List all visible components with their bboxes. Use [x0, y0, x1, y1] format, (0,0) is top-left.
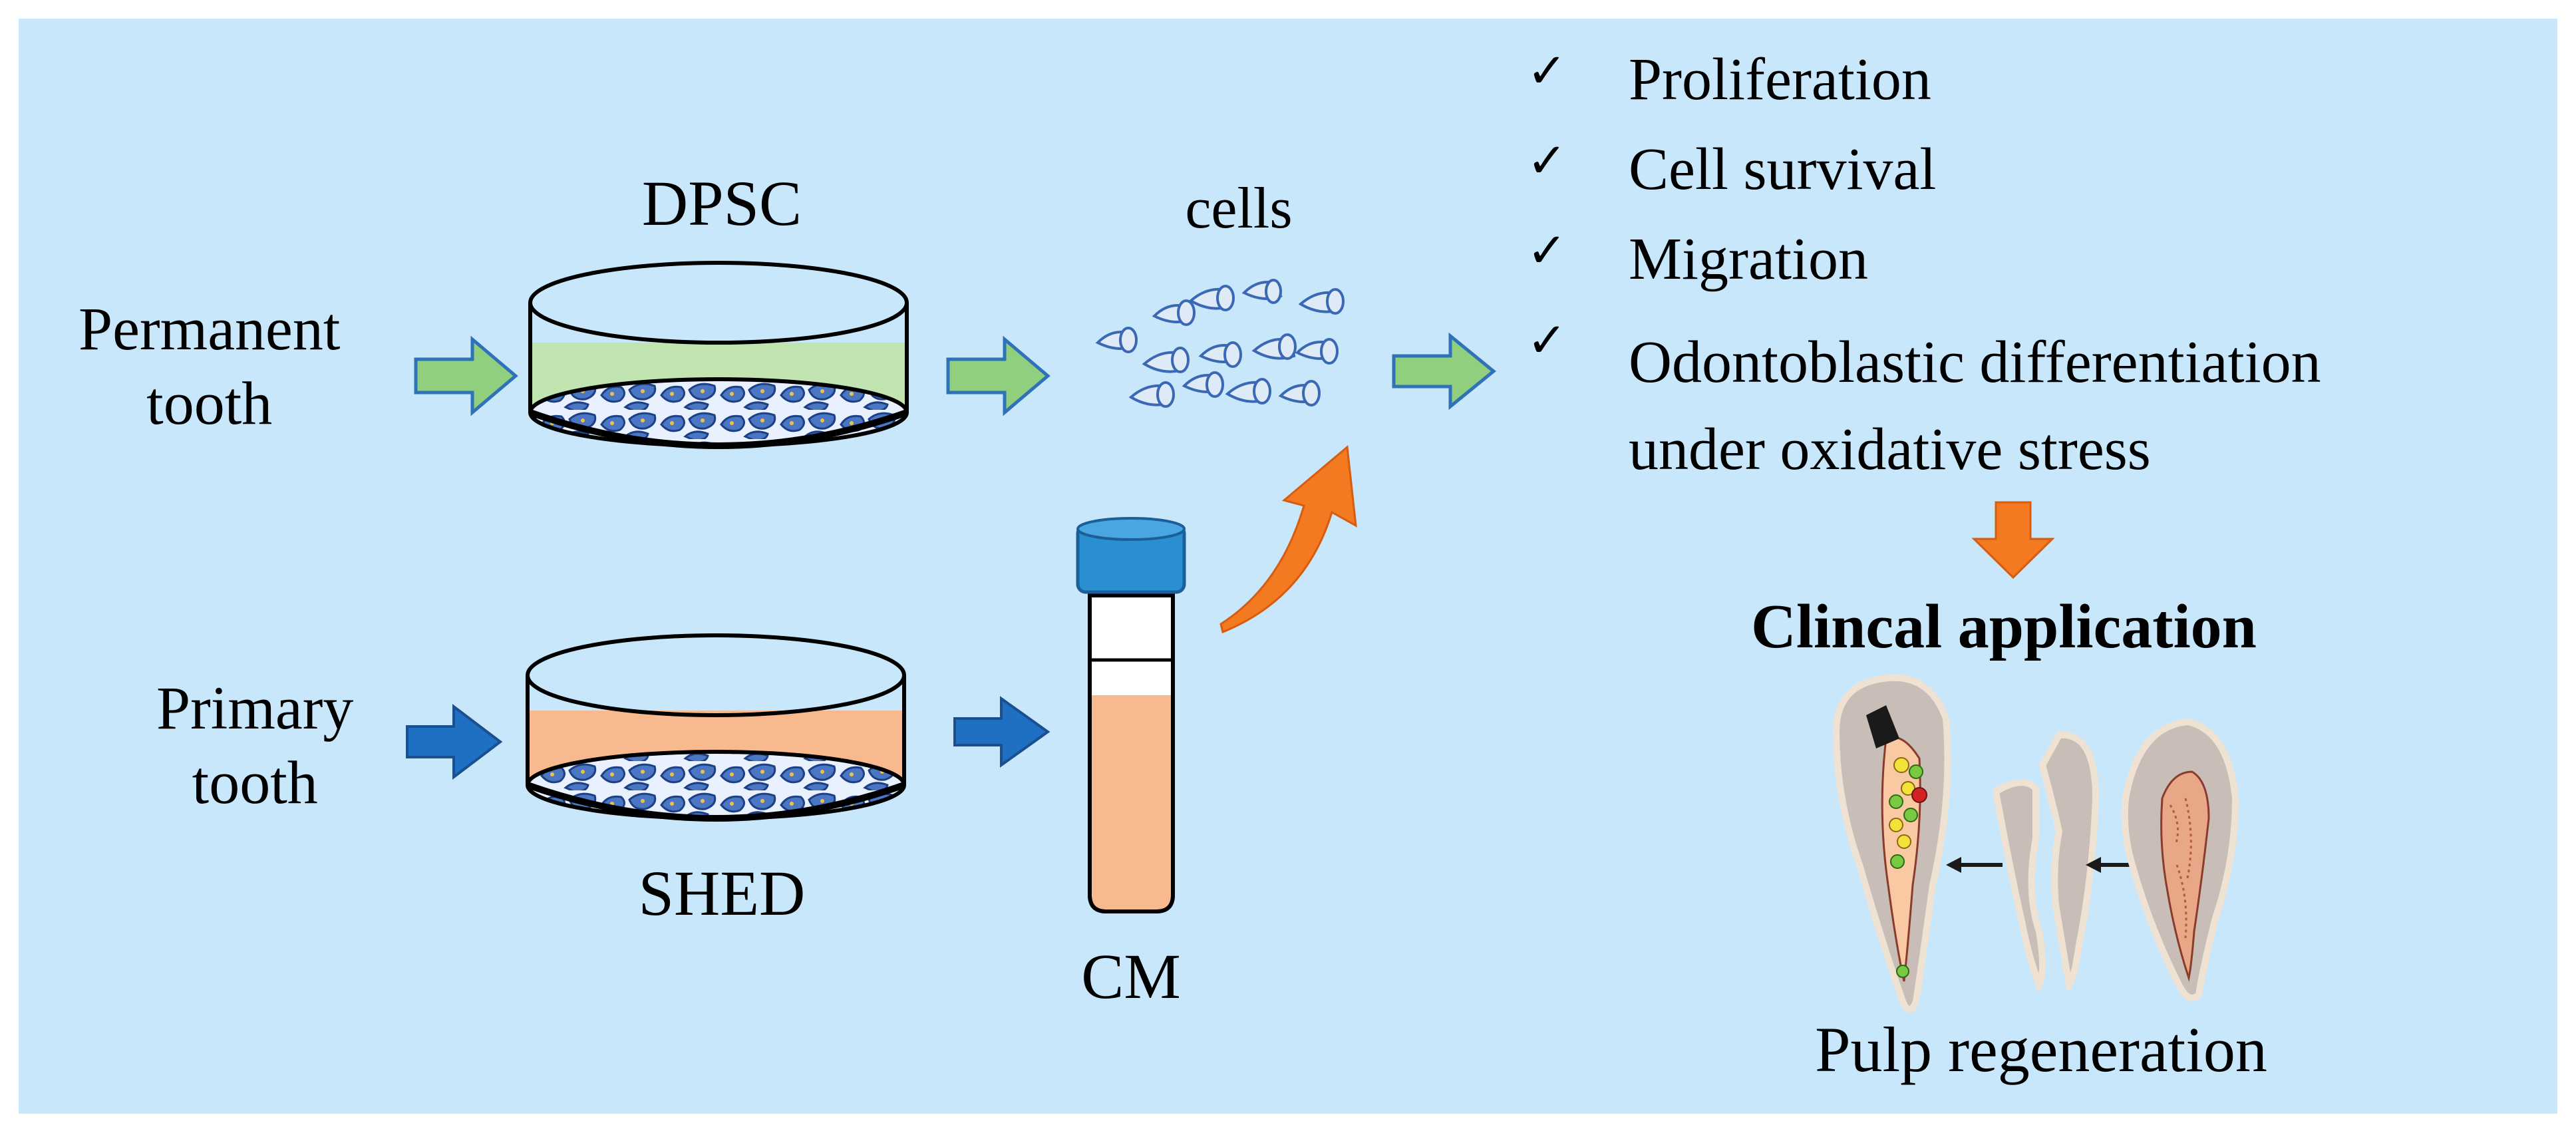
tooth-treated: [1832, 674, 1951, 1013]
tooth-empty: [1992, 731, 2100, 993]
green-arrow-3: [1392, 332, 1496, 410]
cm-label: CM: [1081, 941, 1181, 1012]
dpsc-label: DPSC: [641, 168, 802, 239]
cm-tube: [1076, 517, 1186, 913]
tooth-pulp: [2121, 718, 2239, 1001]
shed-dish: [526, 633, 906, 822]
primary-tooth-label: Primary tooth: [156, 674, 354, 817]
checkmark-icon: ✓: [1527, 312, 1567, 368]
blue-arrow-2: [953, 696, 1050, 768]
cells-label: cells: [1185, 176, 1293, 241]
green-arrow-2: [946, 335, 1050, 416]
checkmark-icon: ✓: [1527, 132, 1567, 188]
cells-cluster: [1095, 279, 1345, 408]
checkmark-icon: ✓: [1527, 43, 1567, 98]
dpsc-dish: [528, 261, 909, 449]
clinical-application-title: Clincal application: [1751, 592, 2257, 661]
outcome-item: Cell survival: [1629, 136, 1937, 202]
blue-arrow-1: [406, 703, 503, 780]
shed-label: SHED: [638, 858, 806, 929]
checkmark-icon: ✓: [1527, 222, 1567, 278]
outcome-item: Migration: [1629, 226, 1868, 292]
orange-curved-arrow: [1219, 445, 1357, 634]
green-arrow-1: [414, 335, 518, 416]
permanent-tooth-label: Permanent tooth: [79, 295, 341, 438]
outcome-item: Odontoblastic differentiation under oxid…: [1629, 329, 2321, 482]
arrow-left-1: [1946, 857, 2003, 873]
outcome-item: Proliferation: [1629, 47, 1931, 112]
pulp-regeneration-label: Pulp regeneration: [1815, 1014, 2267, 1085]
orange-down-arrow: [1971, 501, 2055, 579]
